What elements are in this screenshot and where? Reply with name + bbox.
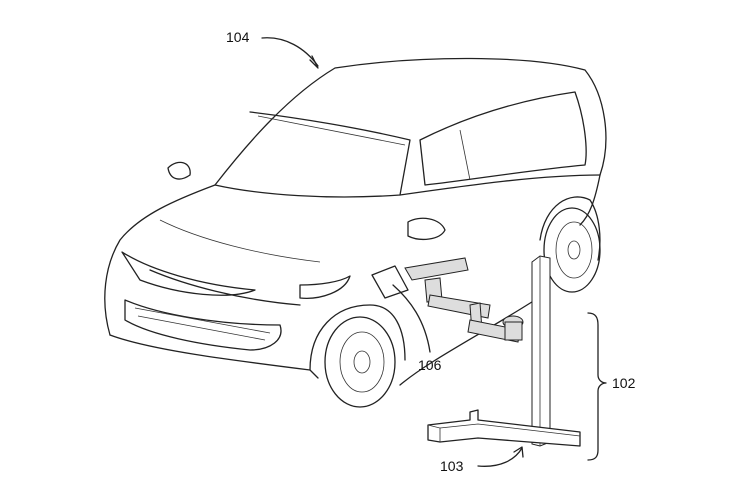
leader-106 (392, 284, 431, 353)
leader-103 (477, 447, 523, 467)
bracket-102 (587, 312, 607, 461)
charge-port-door (371, 265, 409, 299)
leader-104 (261, 37, 319, 67)
arrowhead-104 (309, 55, 319, 69)
label-104: 104 (226, 29, 250, 45)
vehicle-drawing (104, 57, 607, 408)
label-103: 103 (440, 458, 464, 474)
label-106: 106 (418, 357, 442, 373)
arrowhead-103 (513, 446, 524, 458)
robotic-charger (404, 255, 581, 447)
label-102: 102 (612, 375, 636, 391)
